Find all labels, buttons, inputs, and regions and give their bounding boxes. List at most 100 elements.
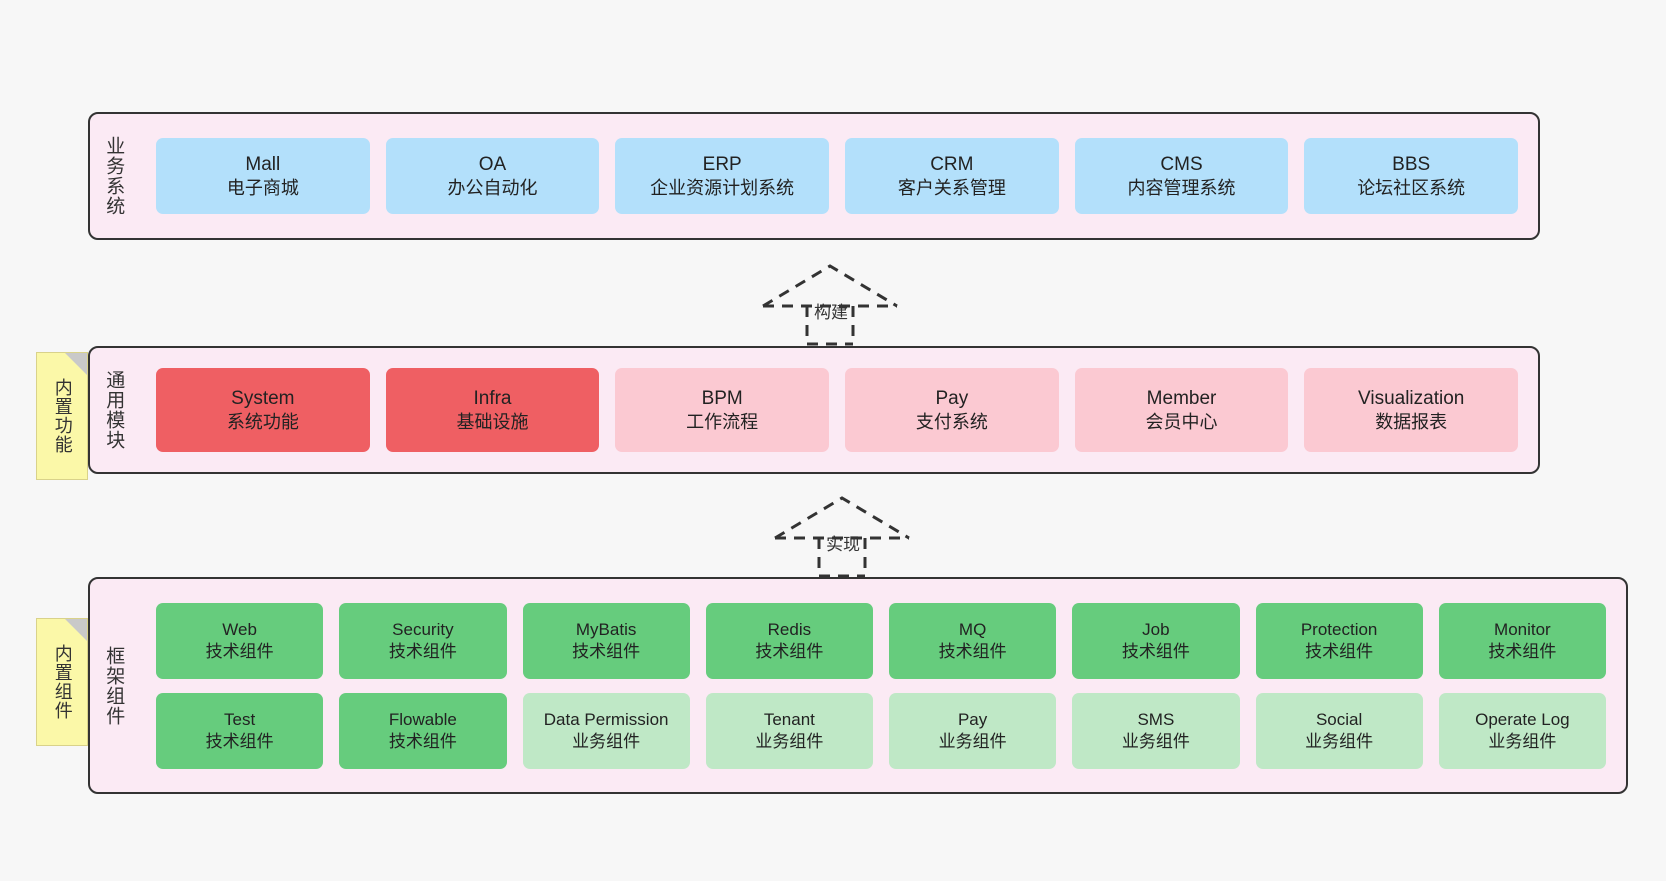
card-title-en: Test xyxy=(224,710,256,730)
card-pay-module[interactable]: Pay 支付系统 xyxy=(845,368,1059,452)
card-erp[interactable]: ERP 企业资源计划系统 xyxy=(615,138,830,214)
framework-row-business: Test 技术组件 Flowable 技术组件 Data Permission … xyxy=(148,692,1614,769)
connector-build-label: 构建 xyxy=(814,303,848,322)
card-tenant[interactable]: Tenant 业务组件 xyxy=(705,692,873,769)
layer-body-business: Mall 电子商城 OA 办公自动化 ERP 企业资源计划系统 CRM 客户关系… xyxy=(136,114,1538,238)
layer-common-module: 通用模块 System 系统功能 Infra 基础设施 BPM 工作流程 Pay… xyxy=(88,346,1540,474)
note-fold-corner-icon xyxy=(65,619,87,641)
card-title-en: Security xyxy=(392,620,454,640)
card-title-en: BBS xyxy=(1392,154,1431,176)
card-title-en: Tenant xyxy=(763,710,815,730)
card-title-cn: 技术组件 xyxy=(1305,641,1374,661)
connector-build: 构建 xyxy=(758,260,908,346)
card-title-cn: 技术组件 xyxy=(205,641,274,661)
card-title-en: Visualization xyxy=(1358,388,1465,410)
card-title-en: Infra xyxy=(473,388,512,410)
card-redis[interactable]: Redis 技术组件 xyxy=(705,602,873,679)
card-title-en: BPM xyxy=(701,388,743,410)
layer-business-system: 业务系统 Mall 电子商城 OA 办公自动化 ERP 企业资源计划系统 CRM… xyxy=(88,112,1540,240)
card-crm[interactable]: CRM 客户关系管理 xyxy=(845,138,1059,214)
card-test[interactable]: Test 技术组件 xyxy=(156,692,324,769)
card-title-en: System xyxy=(231,388,295,410)
card-protection[interactable]: Protection 技术组件 xyxy=(1255,602,1423,679)
card-flowable[interactable]: Flowable 技术组件 xyxy=(339,692,507,769)
card-security[interactable]: Security 技术组件 xyxy=(339,602,507,679)
layer-framework-component: 框架组件 Web 技术组件 Security 技术组件 MyBatis 技术组件… xyxy=(88,577,1628,794)
card-infra[interactable]: Infra 基础设施 xyxy=(385,368,600,452)
layer-title-common: 通用模块 xyxy=(103,370,125,450)
card-title-en: Flowable xyxy=(388,710,457,730)
card-title-en: OA xyxy=(478,154,507,176)
card-title-en: Redis xyxy=(767,620,812,640)
card-title-cn: 业务组件 xyxy=(572,731,641,751)
card-title-cn: 业务组件 xyxy=(755,731,824,751)
card-title-en: Monitor xyxy=(1494,620,1551,640)
card-web[interactable]: Web 技术组件 xyxy=(156,602,324,679)
card-title-cn: 企业资源计划系统 xyxy=(650,177,795,198)
card-title-cn: 技术组件 xyxy=(388,641,457,661)
card-title-cn: 技术组件 xyxy=(1121,641,1190,661)
card-operate-log[interactable]: Operate Log 业务组件 xyxy=(1438,692,1606,769)
card-job[interactable]: Job 技术组件 xyxy=(1072,602,1240,679)
card-title-cn: 论坛社区系统 xyxy=(1357,177,1466,198)
card-bpm[interactable]: BPM 工作流程 xyxy=(615,368,830,452)
card-visualization[interactable]: Visualization 数据报表 xyxy=(1304,368,1519,452)
layer-body-common: System 系统功能 Infra 基础设施 BPM 工作流程 Pay 支付系统… xyxy=(136,348,1538,472)
card-title-cn: 技术组件 xyxy=(205,731,274,751)
card-title-en: SMS xyxy=(1137,710,1175,730)
build-arrowhead xyxy=(762,264,898,308)
card-title-cn: 电子商城 xyxy=(226,177,299,198)
card-pay-component[interactable]: Pay 业务组件 xyxy=(889,692,1057,769)
card-title-cn: 工作流程 xyxy=(686,411,759,432)
card-social[interactable]: Social 业务组件 xyxy=(1255,692,1423,769)
note-builtin-function: 内置功能 xyxy=(36,352,88,480)
card-title-en: CMS xyxy=(1160,154,1203,176)
note-builtin-component: 内置组件 xyxy=(36,618,88,746)
card-title-en: Job xyxy=(1142,620,1170,640)
card-title-cn: 业务组件 xyxy=(1305,731,1374,751)
card-monitor[interactable]: Monitor 技术组件 xyxy=(1438,602,1606,679)
note-label: 内置功能 xyxy=(52,378,73,454)
card-mall[interactable]: Mall 电子商城 xyxy=(156,138,370,214)
card-bbs[interactable]: BBS 论坛社区系统 xyxy=(1304,138,1519,214)
card-title-cn: 系统功能 xyxy=(226,411,299,432)
card-title-cn: 技术组件 xyxy=(572,641,641,661)
layer-title-business: 业务系统 xyxy=(103,136,125,216)
card-title-cn: 基础设施 xyxy=(456,411,529,432)
framework-row-tech: Web 技术组件 Security 技术组件 MyBatis 技术组件 Redi… xyxy=(148,602,1614,679)
card-title-cn: 技术组件 xyxy=(1488,641,1557,661)
card-data-permission[interactable]: Data Permission 业务组件 xyxy=(522,692,690,769)
card-title-cn: 业务组件 xyxy=(938,731,1007,751)
card-mybatis[interactable]: MyBatis 技术组件 xyxy=(522,602,690,679)
card-title-en: Web xyxy=(222,620,257,640)
card-title-en: Mall xyxy=(245,154,281,176)
card-title-en: Protection xyxy=(1300,620,1378,640)
note-label: 内置组件 xyxy=(52,644,73,720)
card-title-en: CRM xyxy=(930,154,974,176)
note-fold-corner-icon xyxy=(65,353,87,375)
card-sms[interactable]: SMS 业务组件 xyxy=(1072,692,1240,769)
layer-body-framework: Web 技术组件 Security 技术组件 MyBatis 技术组件 Redi… xyxy=(136,579,1626,792)
card-oa[interactable]: OA 办公自动化 xyxy=(385,138,600,214)
card-title-cn: 技术组件 xyxy=(388,731,457,751)
card-title-cn: 业务组件 xyxy=(1121,731,1190,751)
card-title-en: ERP xyxy=(702,154,742,176)
card-title-en: Pay xyxy=(957,710,988,730)
card-mq[interactable]: MQ 技术组件 xyxy=(889,602,1057,679)
card-title-cn: 技术组件 xyxy=(755,641,824,661)
build-arrow-stem xyxy=(805,306,855,346)
card-title-en: Data Permission xyxy=(543,710,669,730)
card-member[interactable]: Member 会员中心 xyxy=(1074,368,1289,452)
connector-implement: 实现 xyxy=(770,492,920,578)
card-title-en: Pay xyxy=(935,388,969,410)
card-title-cn: 技术组件 xyxy=(938,641,1007,661)
card-title-cn: 会员中心 xyxy=(1145,411,1218,432)
card-title-en: Member xyxy=(1146,388,1217,410)
card-cms[interactable]: CMS 内容管理系统 xyxy=(1074,138,1289,214)
card-title-en: Operate Log xyxy=(1475,710,1570,730)
connector-implement-label: 实现 xyxy=(826,535,860,554)
card-system[interactable]: System 系统功能 xyxy=(156,368,370,452)
card-title-cn: 支付系统 xyxy=(915,411,988,432)
card-title-cn: 业务组件 xyxy=(1488,731,1557,751)
